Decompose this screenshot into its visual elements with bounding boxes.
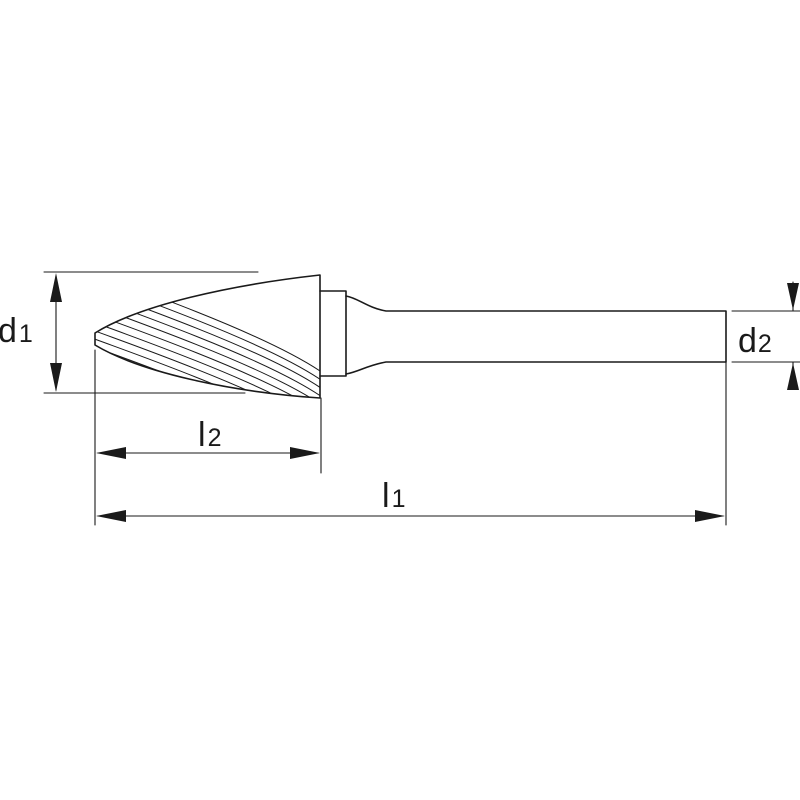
d2-arrow-top	[787, 283, 799, 310]
d2-arrow-bottom	[787, 363, 799, 390]
extension-lines	[43, 271, 800, 526]
cutting-head-outline	[94, 274, 321, 399]
label-l2: l2	[198, 416, 221, 454]
dimension-l2	[96, 447, 320, 459]
flute-line	[95, 292, 320, 398]
flute-line	[95, 275, 320, 397]
d1-arrow-top	[50, 273, 62, 302]
flute-hatching	[95, 275, 320, 398]
label-d2: d2	[738, 322, 772, 360]
l2-arrow-left	[96, 447, 126, 459]
flute-line	[95, 358, 320, 398]
flute-line	[95, 275, 320, 398]
dimension-d1	[50, 273, 62, 392]
l1-arrow-right	[695, 510, 725, 522]
shank-outline	[345, 295, 727, 375]
flute-line	[95, 275, 320, 388]
l2-arrow-right	[290, 447, 320, 459]
flute-line	[95, 275, 320, 380]
flute-line	[95, 284, 320, 398]
d1-arrow-bottom	[50, 363, 62, 392]
flute-line	[95, 301, 320, 398]
dimension-d2	[787, 281, 799, 390]
label-d1: d1	[0, 312, 33, 350]
l1-arrow-left	[96, 510, 126, 522]
label-l1: l1	[382, 477, 405, 515]
flute-line	[95, 275, 320, 372]
collar-outline	[319, 290, 347, 377]
dimension-l1	[96, 510, 725, 522]
